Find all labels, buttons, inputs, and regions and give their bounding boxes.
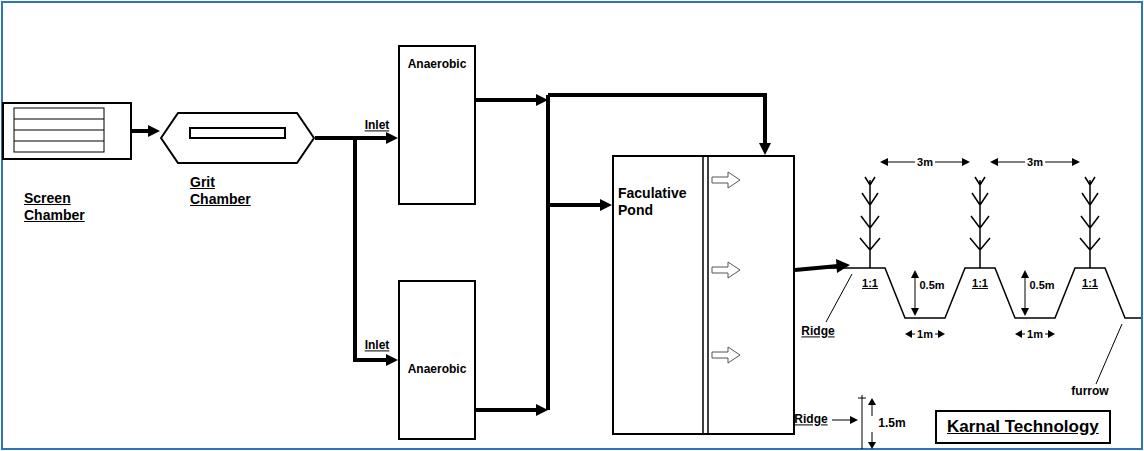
part-label: Ridge [794,413,827,426]
drawing-line [1025,274,1026,312]
drawing-line [14,141,104,142]
dimension-label: 0.5m [1029,279,1054,291]
arrowhead [386,132,398,144]
arrowhead [600,199,612,211]
flow-line [476,205,548,410]
drawing-polygon [1015,330,1022,338]
drawing-polygon [1048,330,1055,338]
dimension-label: 1m [915,328,935,340]
inlet-label: Inlet [365,119,390,132]
inlet-label: Inlet [365,339,390,352]
drawing-polygon [868,442,876,449]
arrowhead [536,404,548,416]
drawing-path [712,347,740,363]
part-label: furrow [1071,385,1108,398]
plant [970,177,990,268]
drawing-polygon [850,416,858,424]
title-box: Karnal Technology [935,410,1111,444]
grit-chamber-box: Grit Chamber [160,112,315,164]
drawing-line [14,130,104,131]
dimension-label: 1:1 [862,277,878,289]
drawing-path [712,262,740,278]
unit-name: Anaerobic [400,282,474,380]
drawing-line [826,274,852,322]
dimension-label: 3m [915,156,935,168]
unit-heading: Grit Chamber [190,174,260,208]
flow-arrow [132,125,160,137]
drawing-polygon [880,158,888,166]
dimension-label: 0.5m [919,279,944,291]
dimension-label: 1.5m [878,417,905,430]
part-label: Ridge [801,325,834,338]
flow-arrow [476,205,548,416]
arrowhead [536,94,548,106]
drawing-line [862,395,863,449]
flow-arrow [315,138,398,366]
drawing-rect [190,128,285,138]
drawing-polygon [905,330,912,338]
dimension-label: 1m [1025,328,1045,340]
drawing-polygon [1021,308,1029,316]
arrowhead [148,125,160,137]
drawing-rect [14,108,104,152]
drawing-polygon [962,158,970,166]
drawing-path [808,268,1141,318]
hexagon-outline [161,113,314,163]
unit-name: Anaerobic [400,47,474,75]
process-box: Anaerobic [398,280,476,440]
process-box: Faculative Pond [612,155,795,435]
drawing-line [915,274,916,312]
hexagon-outline [160,112,315,164]
drawing-polygon [911,270,919,278]
drawing-polygon [1072,158,1080,166]
dimension-label: 3m [1025,156,1045,168]
drawing-line [14,119,104,120]
plant [1080,177,1100,268]
drawing-polygon [1021,270,1029,278]
drawing-line [707,157,709,433]
drawing-path [712,172,740,188]
drawing-polygon [990,158,998,166]
unit-name: Faculative Pond [614,157,708,223]
drawing-polygon [911,308,919,316]
drawing-line [1096,324,1122,384]
arrowhead [386,354,398,366]
flow-line [315,138,390,360]
drawing-polygon [836,259,850,273]
drawing-line [858,398,866,399]
drawing-line [702,157,704,433]
plant [860,177,880,268]
unit-name: Karnal Technology [937,412,1109,442]
process-box: Anaerobic [398,45,476,205]
dimension-label: 1:1 [1082,277,1098,289]
process-box: Screen Chamber [2,102,132,160]
drawing-polygon [868,398,876,405]
dimension-label: 1:1 [972,277,988,289]
arrowhead [759,143,771,155]
unit-heading: Screen Chamber [24,190,104,224]
drawing-polygon [938,330,945,338]
drawing-line [832,420,852,421]
